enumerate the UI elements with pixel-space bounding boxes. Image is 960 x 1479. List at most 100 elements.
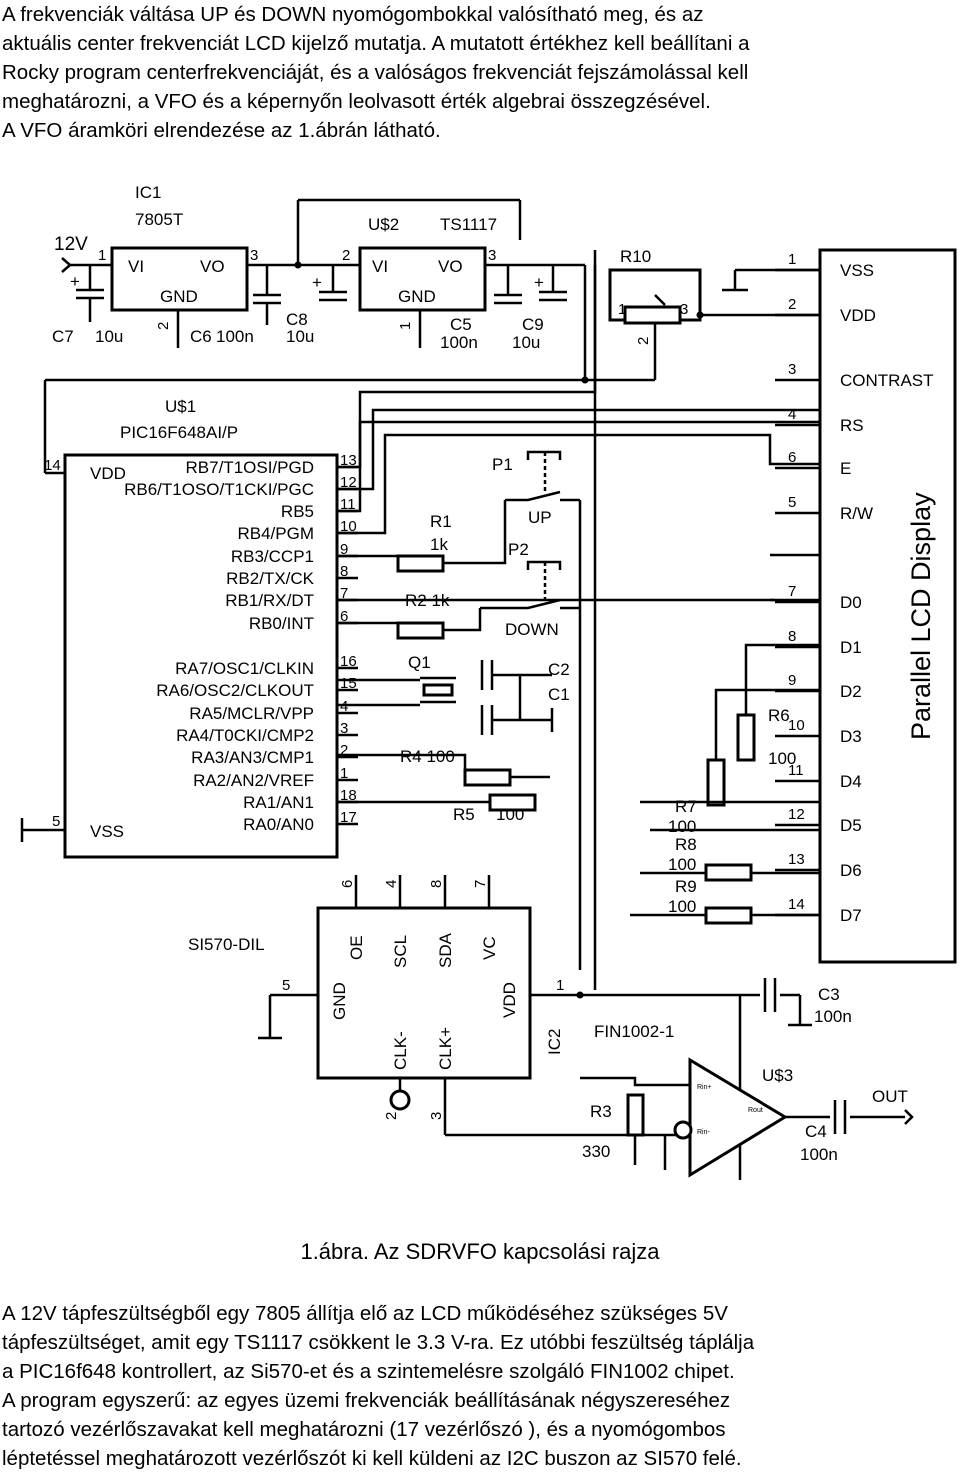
mcu-pin-label: RB3/CCP1 [231, 547, 314, 566]
svg-text:VI: VI [372, 257, 388, 276]
mcu-pin-label: RA7/OSC1/CLKIN [175, 659, 314, 678]
ic1-type: 7805T [135, 210, 183, 229]
fin-name: FIN1002-1 [594, 1022, 674, 1041]
mcu-pin-label: RB2/TX/CK [226, 569, 315, 588]
lcd-pin-number: 11 [788, 762, 804, 779]
lcd-pin-label: D5 [840, 816, 862, 835]
intro-paragraph: A frekvenciák váltása UP és DOWN nyomógo… [2, 0, 958, 145]
ic1-name: IC1 [135, 183, 161, 202]
fin1002-buffer: C3 100n FIN1002-1 U$3 Rin+ Rin- Rout R3 … [580, 978, 914, 1180]
outro-line: A program egyszerű: az egyes üzemi frekv… [2, 1389, 731, 1412]
lcd-pin-number: 8 [788, 628, 796, 645]
intro-line: aktuális center frekvenciát LCD kijelző … [2, 32, 750, 55]
lcd-pin-number: 5 [788, 494, 796, 511]
svg-text:Rin+: Rin+ [697, 1084, 712, 1091]
lcd-pin-label: D3 [840, 727, 862, 746]
svg-text:1: 1 [618, 301, 626, 318]
mcu-pin-label: RA0/AN0 [243, 815, 314, 834]
lcd-pin-number: 14 [788, 896, 805, 913]
svg-text:100: 100 [668, 817, 696, 836]
outro-line: tartozó vezérlőszavakat kell meghatározn… [2, 1418, 726, 1441]
svg-text:R4 100: R4 100 [400, 747, 455, 766]
svg-text:100n: 100n [814, 1007, 852, 1026]
lcd-pin-number: 7 [788, 583, 796, 600]
svg-text:100: 100 [668, 897, 696, 916]
lcd-pin-label: D4 [840, 772, 862, 791]
mcu-pin-number: 13 [340, 452, 357, 469]
lcd-pin-label: RS [840, 416, 864, 435]
svg-text:C4: C4 [805, 1122, 827, 1141]
mcu-pin-label: RB1/RX/DT [225, 591, 314, 610]
si570-oscillator: SI570-DIL OE SCL SDA VC GND VDD CLK- CLK… [188, 875, 740, 1137]
svg-text:P2: P2 [508, 540, 529, 559]
svg-text:VDD: VDD [90, 464, 126, 483]
svg-text:C5: C5 [450, 315, 472, 334]
svg-text:GND: GND [398, 287, 436, 306]
svg-text:2: 2 [342, 247, 350, 264]
mcu-pin-number: 6 [340, 608, 348, 625]
svg-text:+: + [312, 273, 322, 292]
intro-line: meghatározni, a VFO és a képernyőn leolv… [2, 90, 711, 113]
lcd-pin-number: 12 [788, 806, 805, 823]
svg-text:5: 5 [52, 813, 60, 830]
mcu-pin-number: 16 [340, 653, 357, 670]
mcu-pin-label: RA6/OSC2/CLKOUT [156, 681, 314, 700]
svg-text:R8: R8 [675, 835, 697, 854]
lcd-pin-number: 4 [788, 406, 796, 423]
svg-text:2: 2 [635, 337, 652, 345]
svg-text:100: 100 [768, 749, 796, 768]
mcu-pin-number: 2 [340, 742, 348, 759]
lcd-pin-label: D7 [840, 906, 862, 925]
outro-line: a PIC16f648 kontrollert, az Si570-et és … [2, 1360, 735, 1383]
svg-text:VC: VC [480, 936, 499, 960]
mcu-pin-number: 1 [340, 765, 348, 782]
mcu-pin-number: 7 [340, 585, 348, 602]
svg-text:C6: C6 [190, 327, 212, 346]
lcd-pin-number: 9 [788, 672, 796, 689]
svg-text:100: 100 [668, 855, 696, 874]
svg-text:100n: 100n [440, 333, 478, 352]
outro-paragraph: A 12V tápfeszültségből egy 7805 állítja … [2, 1299, 958, 1473]
us2-name: U$2 [368, 215, 399, 234]
mcu-pin-label: RA5/MCLR/VPP [189, 704, 314, 723]
svg-text:+: + [534, 273, 544, 292]
svg-text:8: 8 [428, 880, 445, 888]
lcd-pin-number: 6 [788, 449, 796, 466]
svg-text:Q1: Q1 [408, 653, 431, 672]
svg-text:VO: VO [438, 257, 463, 276]
lcd-title: Parallel LCD Display [906, 492, 936, 740]
si570-body [316, 906, 532, 1080]
mcu-pin-number: 9 [340, 541, 348, 558]
outro-line: tápfeszültséget, amit egy TS1117 csökken… [2, 1331, 755, 1354]
mcu-pin-label: RB5 [281, 502, 314, 521]
svg-text:SDA: SDA [436, 932, 455, 968]
svg-text:R1: R1 [430, 512, 452, 531]
lcd-pin-label: VDD [840, 306, 876, 325]
svg-text:P1: P1 [492, 455, 513, 474]
lcd-pin-label: E [840, 459, 851, 478]
svg-text:Rout: Rout [748, 1107, 763, 1114]
lcd-pin-label: CONTRAST [840, 371, 934, 390]
lcd-pin-label: D6 [840, 861, 862, 880]
svg-text:DOWN: DOWN [505, 620, 559, 639]
lcd-pin-label: D1 [840, 638, 862, 657]
power-supply: 12V 1 IC1 7805T VI VO GND 2 3 + C7 10u C… [52, 183, 589, 384]
schematic-diagram: 12V 1 IC1 7805T VI VO GND 2 3 + C7 10u C… [20, 183, 957, 1180]
svg-text:3: 3 [428, 1112, 445, 1120]
svg-text:R3: R3 [590, 1102, 612, 1121]
outro-line: A 12V tápfeszültségből egy 7805 állítja … [2, 1302, 728, 1325]
svg-text:330: 330 [582, 1142, 610, 1161]
input-arrow-icon [61, 257, 72, 273]
svg-text:VSS: VSS [90, 822, 124, 841]
svg-text:2: 2 [383, 1112, 400, 1120]
svg-text:3: 3 [488, 247, 496, 264]
svg-text:C3: C3 [818, 985, 840, 1004]
svg-text:100n: 100n [800, 1145, 838, 1164]
lcd-pin-number: 2 [788, 296, 796, 313]
svg-text:OE: OE [347, 935, 366, 960]
svg-text:C1: C1 [548, 685, 570, 704]
mcu-pin-label: RB6/T1OSO/T1CKI/PGC [124, 480, 314, 499]
us2-regulator [358, 246, 487, 312]
svg-text:R6: R6 [768, 706, 790, 725]
outro-line: léptetéssel meghatározott vezérlőszót ki… [2, 1447, 742, 1470]
